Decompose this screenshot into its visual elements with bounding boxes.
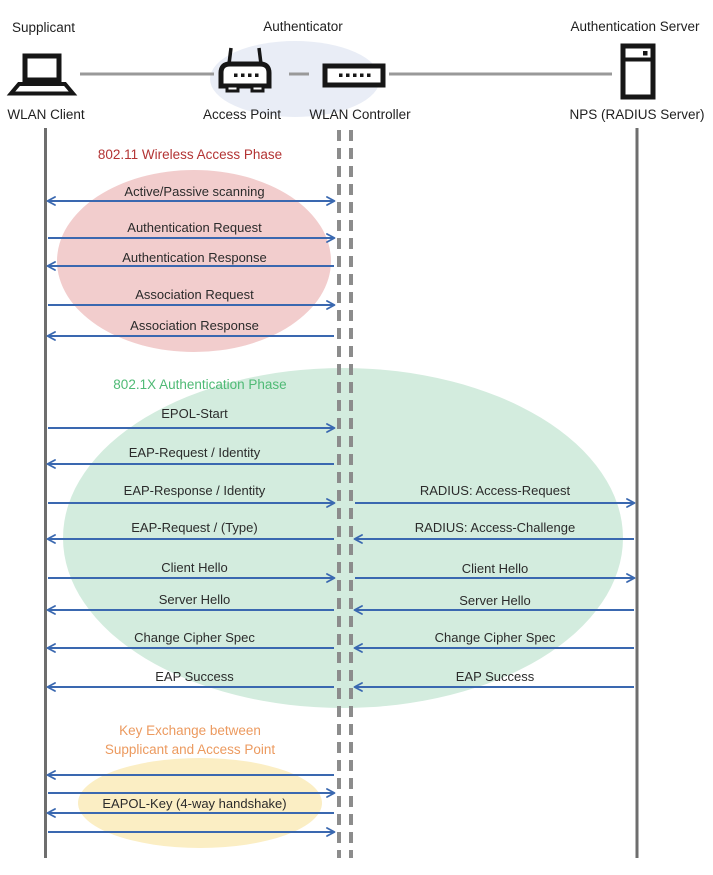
caption-wlan-controller: WLAN Controller [309, 107, 411, 122]
label-radius-access-challenge: RADIUS: Access-Challenge [414, 520, 576, 535]
phase2-title: 802.1X Authentication Phase [113, 377, 287, 392]
label-eap-success-right: EAP Success [455, 669, 535, 684]
label-server-hello-left: Server Hello [158, 592, 231, 607]
label-authentication-response: Authentication Response [122, 250, 267, 265]
role-supplicant: Supplicant [12, 20, 76, 35]
access-point-icon [218, 47, 272, 93]
label-eapol-key-4way-handshake: EAPOL-Key (4-way handshake) [102, 796, 287, 811]
phase3-title-line2: Supplicant and Access Point [104, 742, 276, 757]
label-change-cipher-spec-right: Change Cipher Spec [434, 630, 556, 645]
label-association-request: Association Request [135, 287, 254, 302]
label-client-hello-right: Client Hello [461, 561, 529, 576]
label-change-cipher-spec-left: Change Cipher Spec [134, 630, 255, 645]
label-eap-response-identity: EAP-Response / Identity [123, 483, 266, 498]
phase3-title-line1: Key Exchange between [119, 723, 261, 738]
authenticator-lifeline [337, 130, 353, 858]
label-eap-request-identity: EAP-Request / Identity [128, 445, 261, 460]
label-client-hello-left: Client Hello [161, 560, 228, 575]
role-authentication-server: Authentication Server [570, 19, 700, 34]
phase1-wireless-access-ellipse [57, 170, 331, 352]
wlan-controller-icon [322, 63, 386, 88]
label-radius-access-request: RADIUS: Access-Request [419, 483, 571, 498]
caption-wlan-client: WLAN Client [7, 107, 85, 122]
laptop-icon [6, 53, 78, 96]
caption-access-point: Access Point [202, 107, 282, 122]
label-active-passive-scanning: Active/Passive scanning [124, 184, 265, 199]
label-authentication-request: Authentication Request [127, 220, 262, 235]
label-association-response: Association Response [130, 318, 259, 333]
label-server-hello-right: Server Hello [459, 593, 531, 608]
supplicant-authenticator-arrows [46, 196, 336, 837]
label-eap-request-type: EAP-Request / (Type) [131, 520, 258, 535]
authenticator-bubble [210, 41, 380, 117]
server-icon [620, 43, 656, 100]
phase2-authentication-ellipse [63, 368, 623, 708]
label-epol-start: EPOL-Start [161, 406, 228, 421]
phase3-key-exchange-ellipse [78, 758, 322, 848]
role-authenticator: Authenticator [263, 19, 343, 34]
phase1-title: 802.11 Wireless Access Phase [97, 147, 283, 162]
label-eap-success-left: EAP Success [155, 669, 234, 684]
caption-nps-radius-server: NPS (RADIUS Server) [569, 107, 705, 122]
authenticator-server-arrows [353, 498, 636, 692]
